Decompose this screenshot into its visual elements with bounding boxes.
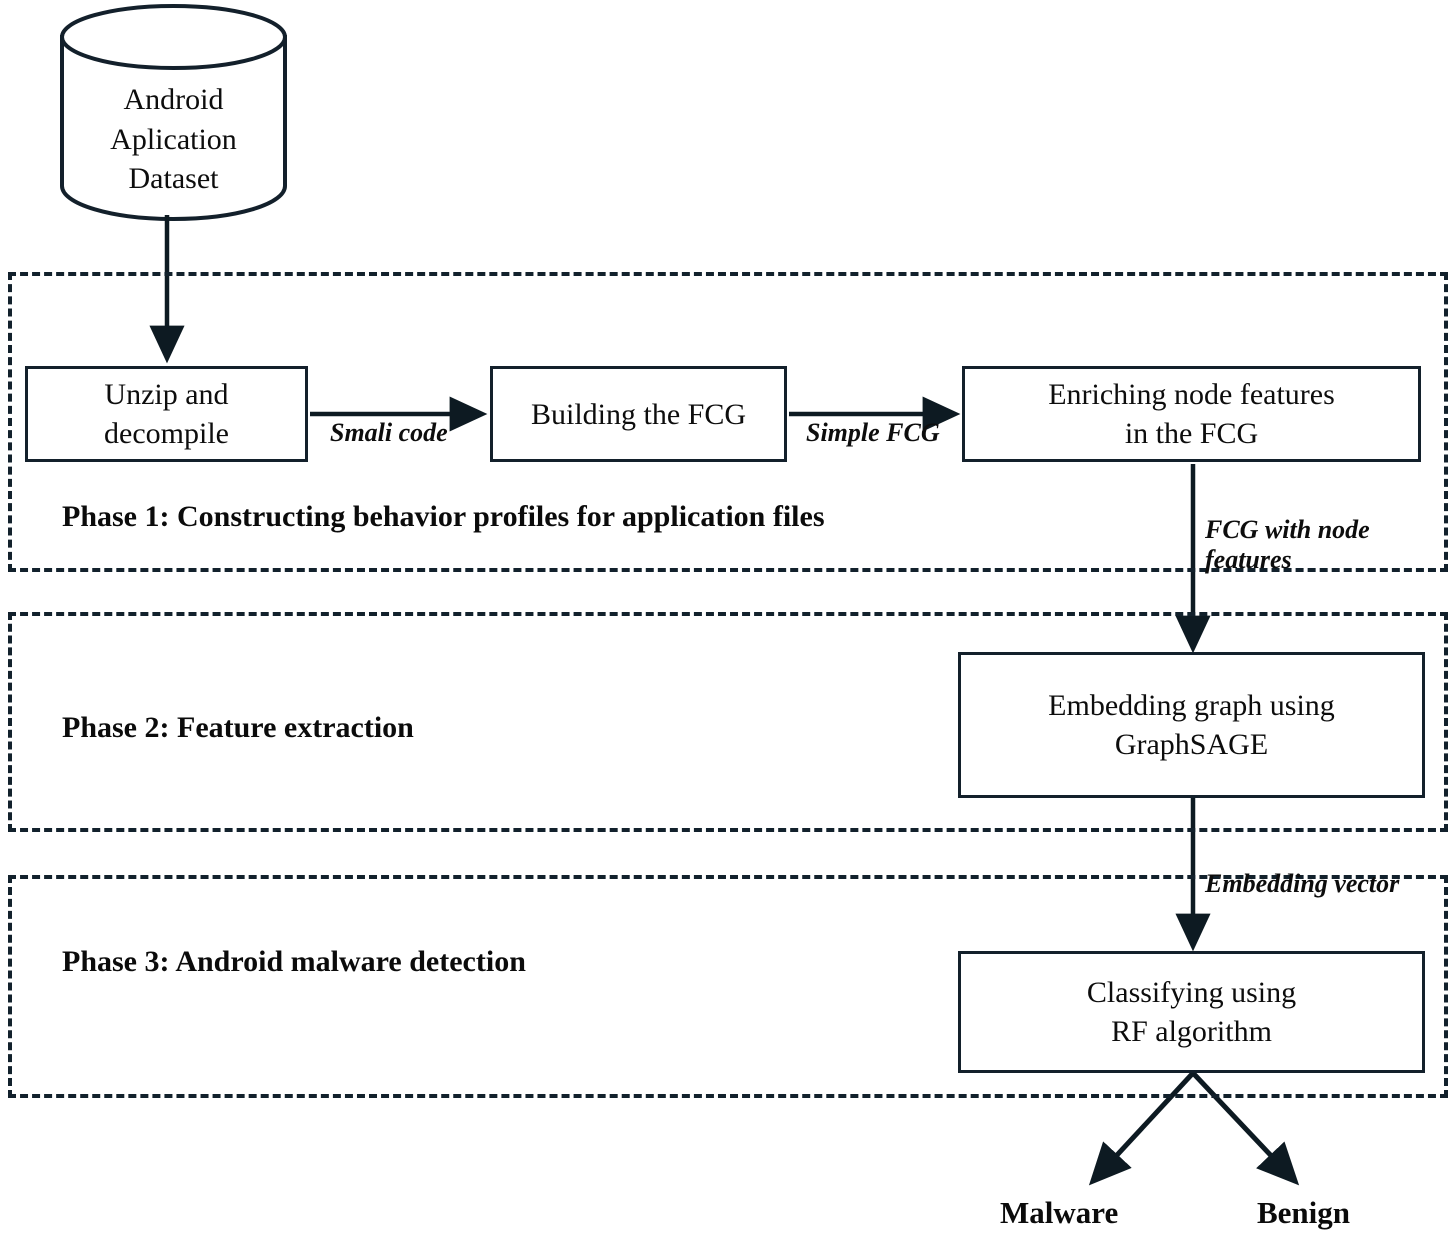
edge-classify-to-benign	[1191, 1071, 1300, 1186]
node-classify-line-1: Classifying using	[1086, 976, 1297, 1009]
phase-3-frame	[8, 875, 1448, 1098]
phase-1-label: Phase 1: Constructing behavior profiles …	[62, 500, 825, 534]
outcome-malware-text: Malware	[1000, 1195, 1119, 1230]
edge-label-smali-code-text: Smali code	[330, 417, 448, 447]
outcome-malware-label: Malware	[1000, 1195, 1118, 1231]
phase-2-label-text: Phase 2: Feature extraction	[62, 711, 414, 744]
edge-label-embedding-vector: Embedding vector	[1205, 838, 1399, 899]
database-cylinder-label: Android Aplication Dataset	[62, 80, 285, 199]
edge-label-fcg-line-1: FCG with node	[1205, 514, 1370, 544]
edge-label-simple-fcg: Simple FCG	[806, 387, 940, 448]
node-enrich-line-1: Enriching node features	[1048, 378, 1335, 411]
edge-label-simple-fcg-text: Simple FCG	[806, 417, 940, 447]
edge-label-fcg-line-2: features	[1205, 545, 1292, 575]
dataset-line-3: Dataset	[128, 162, 219, 196]
node-embedding-line-1: Embedding graph using	[1048, 689, 1335, 722]
phase-1-frame	[8, 272, 1448, 572]
node-unzip-line-2: decompile	[104, 417, 229, 450]
edge-classify-to-malware	[1088, 1071, 1195, 1186]
phase-1-label-text: Phase 1: Constructing behavior profiles …	[62, 500, 825, 533]
phase-2-label: Phase 2: Feature extraction	[62, 711, 414, 745]
edge-label-embedding-vector-text: Embedding vector	[1205, 868, 1400, 898]
node-classify-line-2: RF algorithm	[1111, 1015, 1272, 1048]
node-classifying-rf-algorithm[interactable]: Classifying using RF algorithm	[958, 951, 1425, 1073]
outcome-benign-label: Benign	[1257, 1195, 1350, 1231]
database-cylinder-shape	[60, 4, 287, 221]
dataset-line-1: Android	[123, 83, 224, 116]
node-buildfcg-line-1: Building the FCG	[530, 397, 747, 431]
node-enrich-line-2: in the FCG	[1124, 417, 1259, 450]
node-building-the-fcg[interactable]: Building the FCG	[490, 366, 787, 462]
node-embedding-graph-graphsage[interactable]: Embedding graph using GraphSAGE	[958, 652, 1425, 798]
phase-3-label: Phase 3: Android malware detection	[62, 945, 526, 979]
phase-2-frame	[8, 612, 1448, 832]
outcome-benign-text: Benign	[1257, 1195, 1351, 1230]
node-unzip-and-decompile[interactable]: Unzip and decompile	[25, 366, 308, 462]
node-unzip-line-1: Unzip and	[104, 378, 229, 411]
edge-label-fcg-with-node-features: FCG with node features	[1205, 484, 1410, 576]
node-enriching-node-features[interactable]: Enriching node features in the FCG	[962, 366, 1421, 462]
phase-3-label-text: Phase 3: Android malware detection	[62, 945, 526, 978]
node-embedding-line-2: GraphSAGE	[1114, 728, 1269, 761]
dataset-line-2: Aplication	[110, 122, 237, 156]
edge-label-smali-code: Smali code	[330, 387, 448, 448]
